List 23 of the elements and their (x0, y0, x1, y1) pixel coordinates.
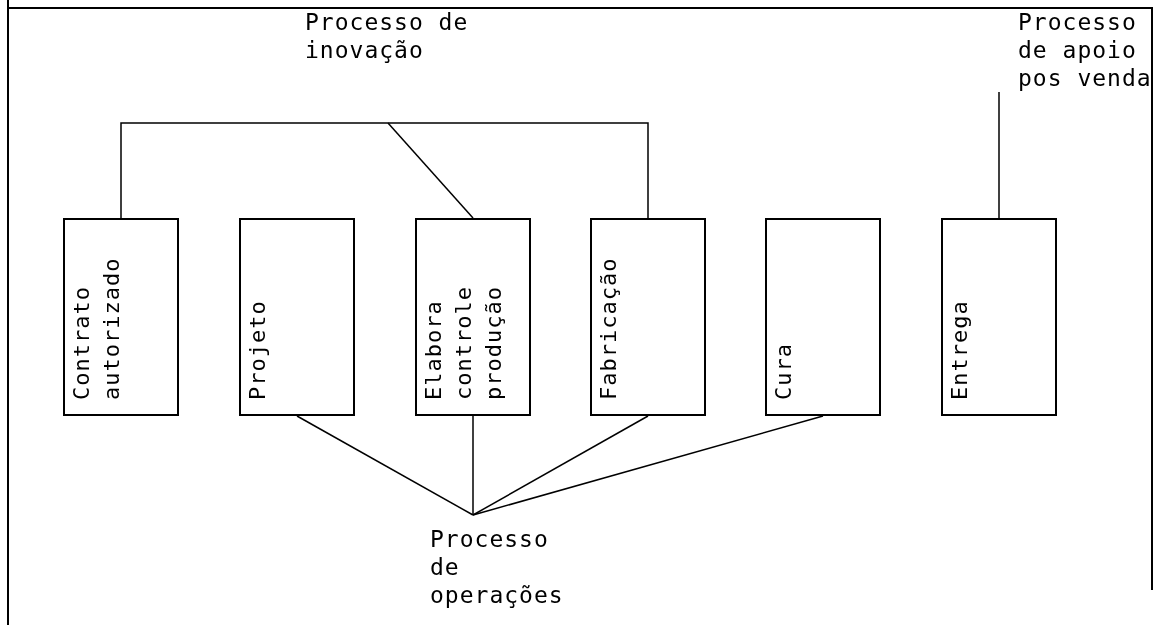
connector-line (296, 415, 474, 516)
box-label: Elabora controle produção (420, 285, 507, 402)
process-label: Processo de apoio pos venda (1018, 8, 1153, 92)
process-box (415, 218, 531, 416)
process-label: Processo de inovação (305, 8, 470, 64)
process-box (941, 218, 1057, 416)
box-label: Fabricação (595, 256, 622, 402)
process-box (239, 218, 355, 416)
box-label: Contrato autorizado (68, 256, 125, 402)
connector-line (472, 415, 474, 516)
process-box (765, 218, 881, 416)
process-box (63, 218, 179, 416)
connector-line (387, 122, 474, 219)
box-label: Projeto (244, 299, 271, 402)
connector-line (120, 122, 389, 219)
process-box (590, 218, 706, 416)
process-label: Processo de operações (430, 525, 565, 609)
connector-line (472, 415, 649, 516)
box-label: Entrega (946, 299, 973, 402)
connector-line (998, 91, 1000, 219)
connector-line (472, 415, 824, 516)
connector-line (387, 122, 649, 219)
box-label: Cura (770, 342, 797, 402)
